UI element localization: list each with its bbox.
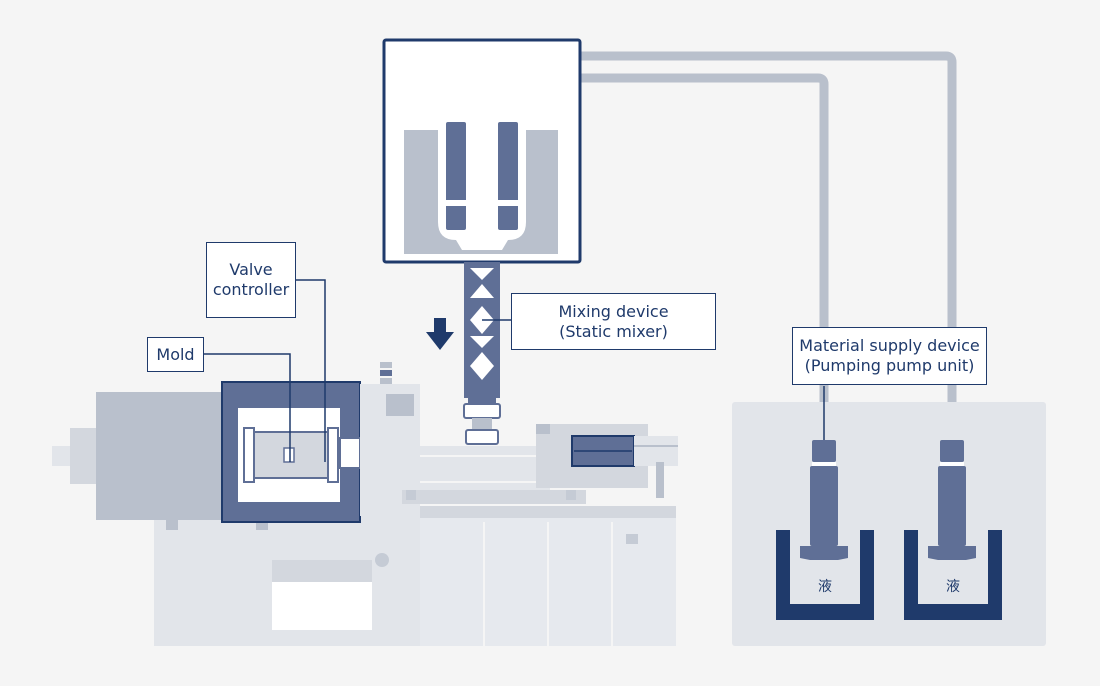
- pump-right: [928, 440, 976, 560]
- molding-machine: [52, 362, 678, 646]
- motor-housing: [96, 392, 226, 520]
- dispensing-head: [382, 38, 582, 264]
- static-mixer: [463, 262, 501, 445]
- valve-a: [446, 122, 466, 230]
- material-supply-line-2: (Pumping pump unit): [804, 356, 975, 375]
- valve-controller-line-1: Valve: [229, 260, 273, 279]
- valve-controller-label: Valve controller: [206, 242, 296, 318]
- tank-right: [904, 530, 1002, 620]
- material-supply-unit: 液 液: [732, 402, 1046, 646]
- leader-lines: [203, 279, 825, 462]
- pump-left: [800, 440, 848, 560]
- tie-bar-section: [420, 446, 550, 492]
- down-arrow-icon: [426, 318, 454, 350]
- tank-left: [776, 530, 874, 620]
- tank-left-label: 液: [818, 579, 832, 595]
- mixer-nozzle: [463, 403, 501, 419]
- valve-controller-leader: [295, 279, 326, 462]
- mold-leader: [203, 353, 291, 462]
- mixing-device-label: Mixing device (Static mixer): [511, 293, 716, 350]
- material-supply-line-1: Material supply device: [799, 336, 980, 355]
- tank-right-label: 液: [946, 579, 960, 595]
- mixing-device-line-2: (Static mixer): [559, 321, 668, 341]
- mixing-device-line-1: Mixing device: [558, 301, 669, 321]
- mold-label-text: Mold: [156, 344, 195, 364]
- valve-controller-line-2: controller: [212, 280, 290, 299]
- supply-enclosure: [732, 402, 1046, 646]
- valve-b: [498, 122, 518, 230]
- material-supply-label: Material supply device (Pumping pump uni…: [792, 327, 987, 385]
- mold-label: Mold: [147, 337, 204, 372]
